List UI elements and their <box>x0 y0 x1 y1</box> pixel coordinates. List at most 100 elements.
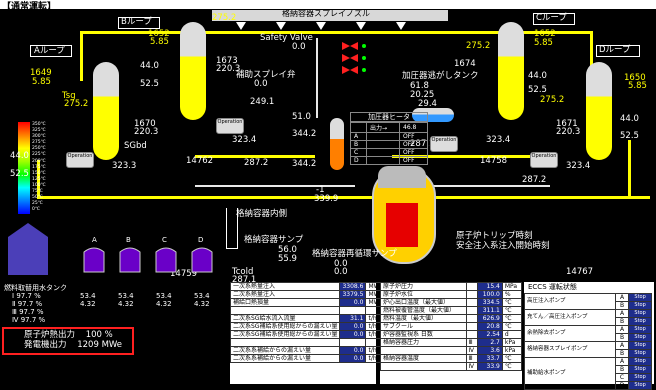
acc-d-level: 53.4 <box>194 292 210 300</box>
pump-d[interactable]: Operation <box>530 152 558 168</box>
loop-d-tcold: 287.2 <box>522 175 547 185</box>
loop-c-label: Cループ <box>536 13 567 23</box>
trip-time-label: 原子炉トリップ時刻 <box>456 231 533 241</box>
legend-label: 75℃ <box>32 189 43 195</box>
legend-label: 275℃ <box>32 140 46 146</box>
acc-a-level: 53.4 <box>80 292 96 300</box>
loop-b-label-box <box>118 17 160 29</box>
pipe-mid-left <box>195 155 315 158</box>
relief-valves <box>342 40 368 86</box>
sump-b-val: 55.9 <box>278 254 297 264</box>
loop-d-label-box <box>596 45 640 57</box>
prt-label: 加圧器逃がしタンク <box>402 71 479 81</box>
pzr-liq: 344.2 <box>292 159 317 169</box>
legend-label: 350℃ <box>32 122 46 127</box>
loop-b-flow: 14762 <box>186 156 214 166</box>
pressurizer <box>330 118 344 170</box>
loop-a-w: 52.5 <box>10 169 29 179</box>
sump-label: 格納容器サンプ <box>244 235 304 245</box>
pipe-mid-right <box>392 155 552 158</box>
loop-b-hot-temp: 220.3 <box>216 64 241 74</box>
steam-generator-c <box>498 22 524 120</box>
loop-a-sgbd: SGbd <box>124 141 147 151</box>
loop-a-n: 44.0 <box>10 151 29 161</box>
pressurizer-relief-tank <box>412 108 454 122</box>
pipe-top-c <box>330 31 592 34</box>
cv-inside-label: 格納容器内側 <box>236 209 288 219</box>
steam-generator-a <box>93 62 119 160</box>
reactor-power-label: 原子炉熱出力 <box>24 330 76 340</box>
rwst-tank <box>8 223 48 275</box>
gen-power-label: 発電機出力 <box>24 340 67 350</box>
pipe-white-vert <box>316 38 318 118</box>
loop-d-sg-level: 1650 <box>624 73 646 83</box>
table-row <box>229 306 385 315</box>
legend-label: 175℃ <box>32 164 46 170</box>
loop-b-label: Bループ <box>121 17 152 27</box>
table-row: 燃料温度（最大値）626.9℃ <box>380 314 523 323</box>
pipe-d-tcold <box>628 140 631 198</box>
safety-valve-value: 0.0 <box>292 42 306 52</box>
loop-c-flow: 14758 <box>480 156 508 166</box>
power-box: 原子炉熱出力 100 % 発電機出力 1209 MWe <box>2 327 134 355</box>
loop-b-tsg: 275.2 <box>212 13 237 23</box>
vessel-temp: 339.9 <box>314 194 339 204</box>
legend-label: 200℃ <box>32 158 46 164</box>
pipe-white-right <box>400 185 550 187</box>
recirc-b-val: 0.0 <box>334 267 348 277</box>
loop-a-flow: 14759 <box>170 269 198 279</box>
prt-level: 61.8 <box>410 81 429 91</box>
rwst-label: 燃料取替用水タンク <box>4 284 67 292</box>
aux-spray-value: 0.0 <box>254 79 268 89</box>
acc-a-press: 4.32 <box>80 300 96 308</box>
loop-d-thot: 323.4 <box>566 161 591 171</box>
title-bar: 【通常運転】 <box>0 0 656 12</box>
loop-a-thot: 323.3 <box>112 161 137 171</box>
rwst-readings: Ⅰ 97.7 % Ⅱ 97.7 % Ⅲ 97.7 % Ⅳ 97.7 % <box>12 292 46 324</box>
page-title: 【通常運転】 <box>2 2 57 12</box>
pipe-left-down <box>80 31 83 81</box>
loop-c-n: 44.0 <box>528 71 547 81</box>
legend-label: 25℃ <box>32 201 43 207</box>
loop-c-w: 52.5 <box>528 85 547 95</box>
acc-b-press: 4.32 <box>118 300 134 308</box>
gen-power: 1209 <box>77 340 99 350</box>
reactor-power: 100 <box>85 330 102 340</box>
sump-a-val: 56.0 <box>278 245 297 255</box>
loop-c-thot: 323.4 <box>486 135 511 145</box>
spray-nozzle-header <box>212 10 448 21</box>
loop-a-tsg-label: Tsg <box>62 91 76 101</box>
spray-nozzle-label: 格納容器スプレイノズル <box>282 9 370 18</box>
loop-a-tcold: 287.1 <box>232 275 257 285</box>
loop-a-sg-press: 5.85 <box>32 77 51 87</box>
acc-b-name: B <box>126 236 131 244</box>
loop-c-sg-press: 5.85 <box>534 38 553 48</box>
pump-c[interactable]: Operation <box>430 136 458 152</box>
acc-c-press: 4.32 <box>156 300 172 308</box>
loop-b-sg-level: 1652 <box>148 29 170 39</box>
pump-b[interactable]: Operation <box>216 118 244 134</box>
si-time-label: 安全注入系注入開始時刻 <box>456 241 550 251</box>
pump-a[interactable]: Operation <box>66 152 94 168</box>
legend-label: 225℃ <box>32 152 46 158</box>
table-row: 燃料被覆管温度（最大値）311.1℃ <box>380 306 523 315</box>
pipe-bottom-right <box>395 196 650 199</box>
